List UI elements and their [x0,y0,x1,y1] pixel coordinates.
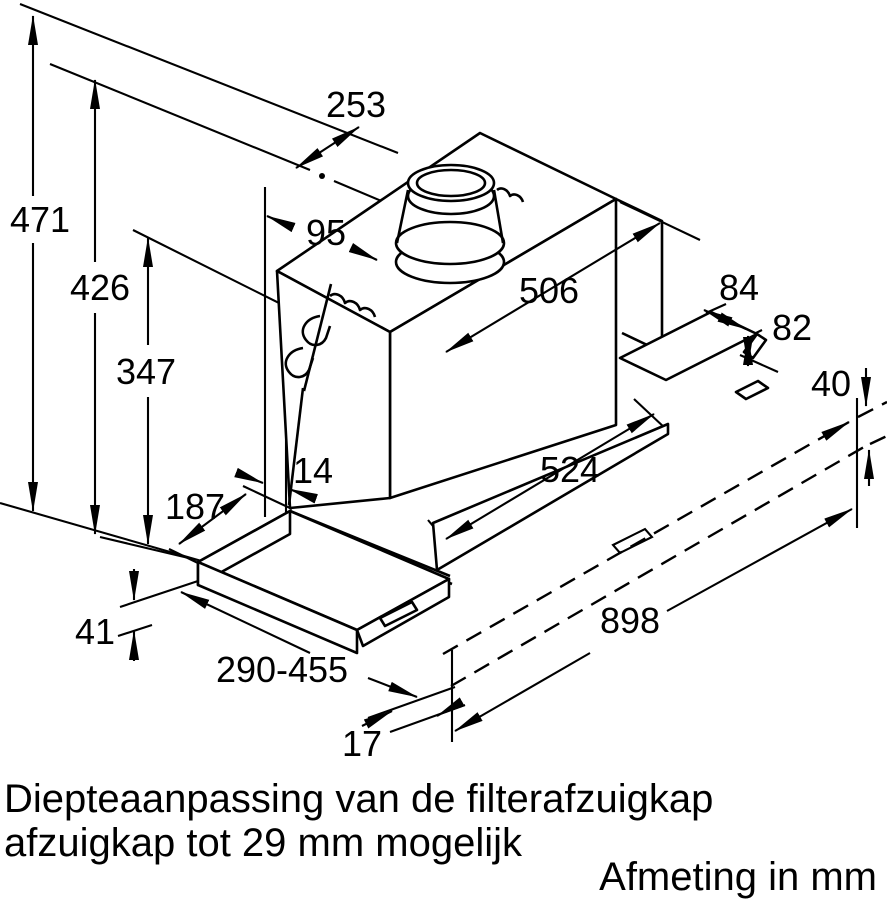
dim-253-line [295,126,360,169]
dim-label-84: 84 [719,267,759,308]
collar-base-upper [394,220,506,266]
dim-label-95: 95 [306,212,346,253]
collar-rim-inner [415,168,487,198]
dim-506-line [445,222,661,353]
centerline-dot [319,173,325,179]
rail-dashed-top [442,420,850,656]
spring-hook-2 [284,346,315,379]
dimension-labels: 471 426 347 253 95 14 506 84 82 40 524 1… [10,84,851,764]
dim-17-b [436,697,465,717]
dim-95-left [266,215,296,233]
dim-label-290-455: 290-455 [216,649,348,690]
rail-dashed-bottom [450,445,865,688]
dim-label-40: 40 [811,363,851,404]
dimension-lines [28,15,874,732]
dim-84-line [703,309,747,330]
dim-label-14: 14 [293,450,333,491]
rail-slot [611,527,654,555]
dim-187-line [178,493,247,545]
dim-14-left [234,467,264,484]
dim-label-471: 471 [10,199,70,240]
mounting-springs [284,187,525,379]
units-label: Afmeting in mm [599,855,877,899]
dim-label-41: 41 [75,611,115,652]
body-left-slant [275,269,392,510]
note-line-1: Diepteaanpassing van de filterafzuigkap [4,777,713,821]
dim-898-left [454,652,591,732]
note-line-2: afzuigkap tot 29 mm mogelijk [4,821,523,865]
collar-cone-left [395,189,410,244]
dim-290-455-right [367,677,418,698]
body-right-edge [615,197,664,350]
dim-290-455-left [180,591,311,654]
dim-label-898: 898 [600,600,660,641]
dim-label-17: 17 [342,723,382,764]
dim-label-506: 506 [519,270,579,311]
spring-clip-right [496,187,525,203]
spring-clip-left [329,292,377,318]
dim-898-right [666,508,853,612]
pullout-drawer [196,509,451,655]
dim-14-right [288,488,318,504]
bracket-ledge [618,310,759,382]
dim-524-line [445,413,655,540]
notes: Diepteaanpassing van de filterafzuigkap … [4,777,877,899]
dim-label-82: 82 [772,307,812,348]
dim-label-426: 426 [70,267,130,308]
spring-hook-1 [301,314,332,347]
dim-label-347: 347 [116,351,176,392]
dim-label-524: 524 [540,449,600,490]
dim-label-187: 187 [165,486,225,527]
dim-label-253: 253 [326,84,386,125]
dim-17-a [361,710,393,729]
bracket-tongue [734,379,770,401]
drawer-slide-tongue [378,600,419,628]
drawer-left-face [196,560,359,655]
dim-95-right [348,242,378,261]
